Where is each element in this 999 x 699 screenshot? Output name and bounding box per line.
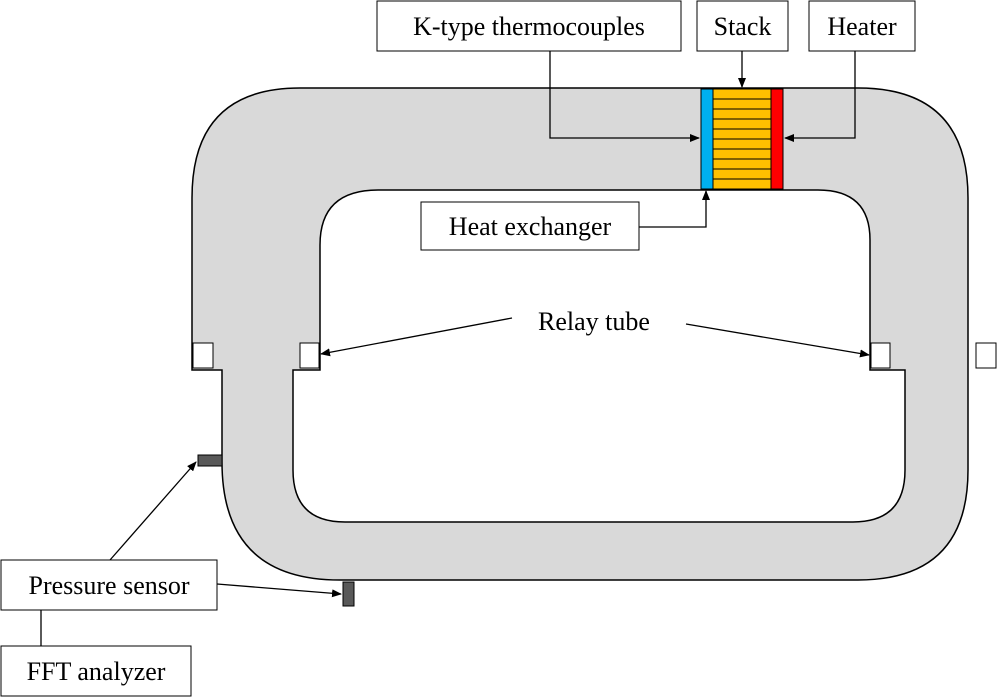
k-type-thermocouples-text: K-type thermocouples xyxy=(413,12,645,41)
relay-tube-text: Relay tube xyxy=(538,307,650,336)
arrow-heater xyxy=(784,51,856,142)
relay-tube-segment-outer-left xyxy=(192,342,214,369)
heat-exchanger-strip xyxy=(700,88,714,190)
pressure-sensor-bottom xyxy=(342,581,355,607)
label-pressure-sensor: Pressure sensor xyxy=(0,559,218,611)
stack-text: Stack xyxy=(714,12,772,41)
relay-tube-segment-inner-left xyxy=(299,342,320,369)
label-fft-analyzer: FFT analyzer xyxy=(0,645,192,697)
arrow-pressure-bottom xyxy=(216,583,342,598)
label-heat-exchanger: Heat exchanger xyxy=(420,201,640,251)
label-stack: Stack xyxy=(696,0,789,52)
arrow-relay-right xyxy=(685,323,870,358)
fft-analyzer-text: FFT analyzer xyxy=(27,657,166,686)
stack xyxy=(712,88,772,190)
relay-tube-segment-outer-right xyxy=(975,342,997,369)
arrow-thermocouples xyxy=(549,51,700,142)
arrow-heat-exchanger xyxy=(639,190,710,228)
arrow-relay-left xyxy=(320,317,513,357)
pressure-sensor-left xyxy=(197,454,223,467)
loop-tube xyxy=(191,87,969,581)
relay-tube-segment-inner-right xyxy=(870,342,891,369)
arrow-pressure-left xyxy=(109,461,197,561)
label-k-type-thermocouples: K-type thermocouples xyxy=(376,0,682,52)
heater-text: Heater xyxy=(827,12,897,41)
label-heater: Heater xyxy=(808,0,916,52)
heat-exchanger-text: Heat exchanger xyxy=(449,212,612,241)
pressure-sensor-text: Pressure sensor xyxy=(28,571,189,600)
heater-strip xyxy=(770,88,784,190)
